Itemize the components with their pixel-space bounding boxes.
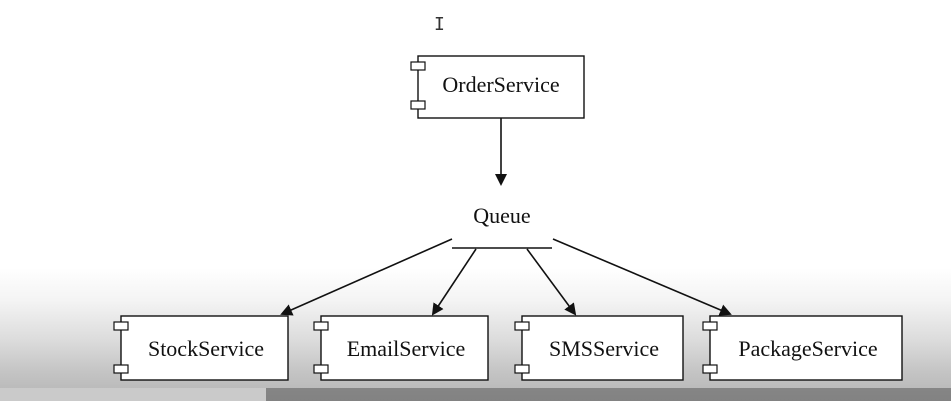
component-label: PackageService [738, 336, 877, 361]
component-order-service: OrderService [410, 55, 585, 119]
edge-queue-stock [280, 238, 453, 316]
component-box [120, 315, 289, 381]
component-email-service: EmailService [313, 315, 489, 381]
component-port-icon [702, 321, 718, 331]
component-box [521, 315, 684, 381]
edge-queue-email [431, 248, 477, 316]
component-port-icon [410, 100, 426, 110]
component-package-service: PackageService [702, 315, 903, 381]
queue-label: Queue [473, 203, 530, 228]
component-sms-service: SMSService [514, 315, 684, 381]
component-box [320, 315, 489, 381]
component-port-icon [313, 321, 329, 331]
component-label: StockService [148, 336, 264, 361]
component-port-icon [514, 321, 530, 331]
component-label: OrderService [442, 72, 559, 97]
component-box [709, 315, 903, 381]
component-port-icon [410, 61, 426, 71]
component-port-icon [514, 364, 530, 374]
component-box [417, 55, 585, 119]
component-port-icon [313, 364, 329, 374]
edge-queue-package [552, 238, 732, 316]
queue-node: Queue [452, 203, 552, 249]
edges [280, 118, 732, 316]
component-stock-service: StockService [113, 315, 289, 381]
text-cursor-icon: I [434, 14, 445, 35]
component-port-icon [113, 364, 129, 374]
component-label: SMSService [549, 336, 659, 361]
component-port-icon [113, 321, 129, 331]
video-progress-fill [0, 388, 267, 401]
component-label: EmailService [347, 336, 466, 361]
component-port-icon [702, 364, 718, 374]
edge-queue-sms [526, 248, 577, 316]
video-progress-bar[interactable] [0, 388, 951, 401]
